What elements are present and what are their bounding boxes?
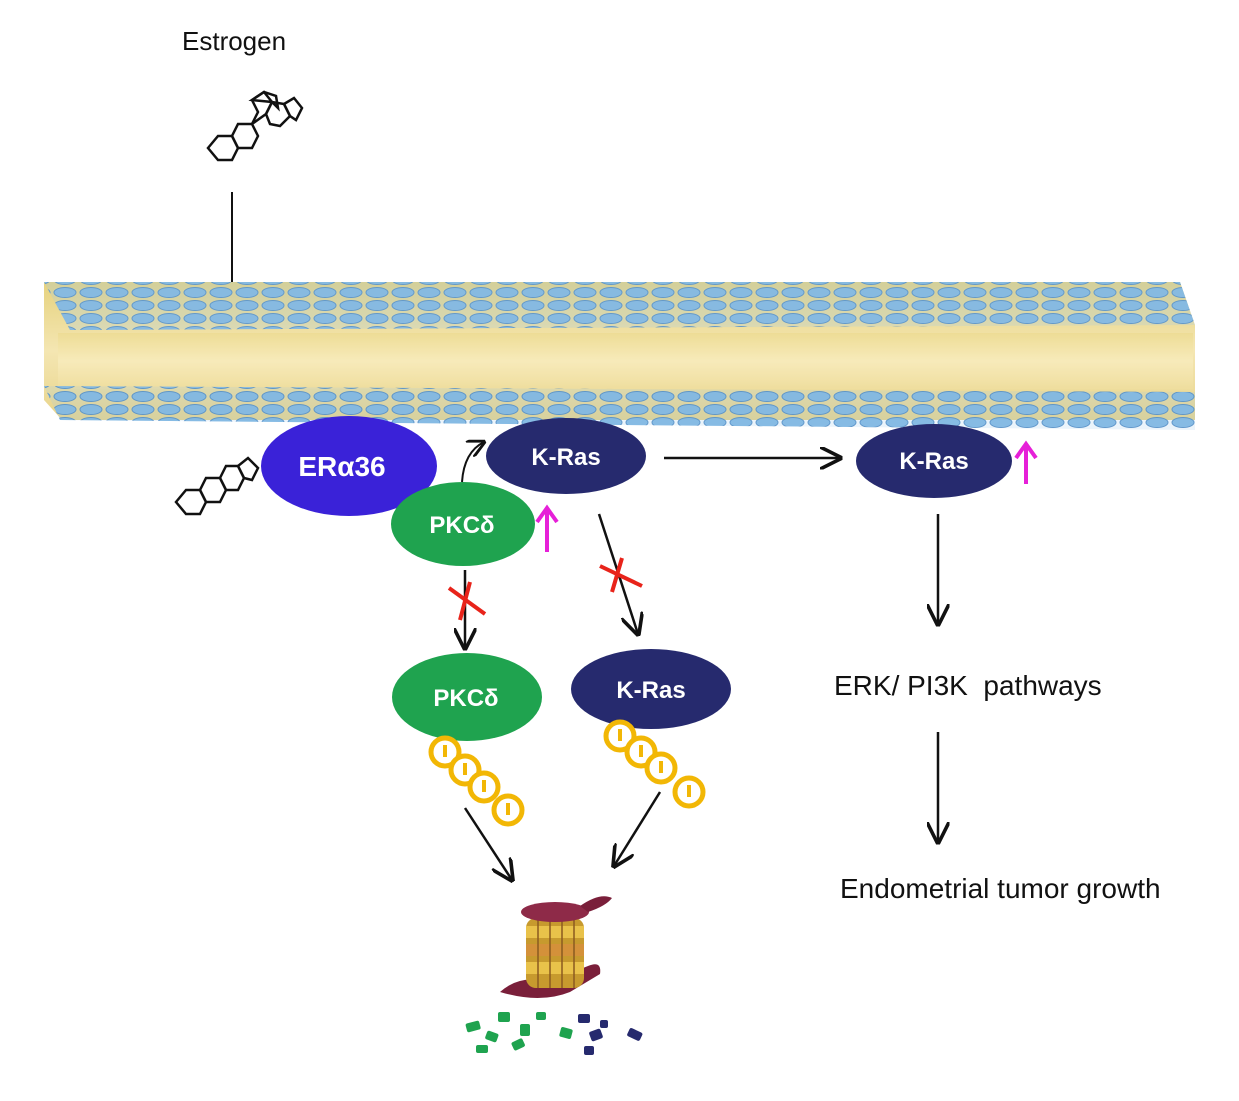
ubiquitin-marks (443, 745, 510, 815)
tumor-growth-label: Endometrial tumor growth (840, 873, 1161, 904)
degradation-arrow (463, 807, 512, 880)
kras-ubiquitinated (571, 649, 731, 729)
degraded-peptide-fragments (465, 1012, 643, 1055)
kras-membrane (486, 418, 646, 494)
kras-active (856, 424, 1012, 498)
steroid-structure-icon (206, 90, 304, 162)
activation-arrow (461, 442, 484, 483)
kras-right-label: K-Ras (899, 448, 968, 475)
inhibition-x-icon (599, 557, 643, 593)
cell-membrane (44, 282, 1195, 430)
estrogen-label: Estrogen (182, 26, 286, 56)
ubiquitin-chain-icon (428, 735, 525, 827)
steroid-structure-icon (174, 456, 260, 516)
kras-top-label: K-Ras (531, 444, 600, 471)
pkc-delta-membrane (391, 482, 535, 566)
pkc-delta-ubiquitinated (392, 653, 542, 741)
pkc-delta-top-label: PKCδ (429, 512, 494, 539)
er-alpha36-receptor (261, 416, 437, 516)
inhibition-x-icon (447, 581, 487, 621)
pkc-delta-bottom-label: PKCδ (433, 685, 498, 712)
ubiquitin-marks (618, 729, 691, 797)
upregulation-arrow-icon (1014, 440, 1038, 484)
proteasome-icon (500, 896, 612, 998)
erk-pathways-label: ERK/ PI3K pathways (834, 670, 1102, 701)
degradation-arrow (614, 791, 662, 866)
kras-bottom-label: K-Ras (616, 677, 685, 704)
upregulation-arrow-icon (535, 504, 559, 552)
er-alpha36-label: ERα36 (298, 451, 385, 482)
